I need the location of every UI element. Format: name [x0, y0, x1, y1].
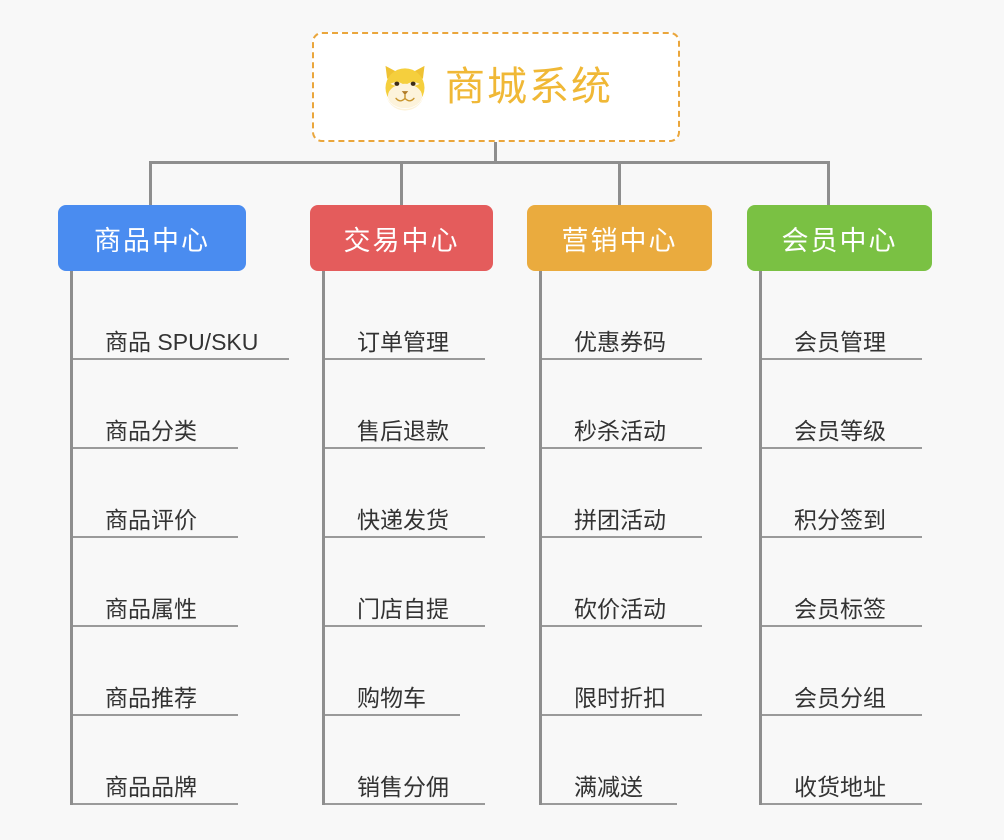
item-underline [542, 625, 702, 627]
sub-item-list-3: 优惠券码 秒杀活动 拼团活动 砍价活动 限时折扣 满减送 [539, 271, 712, 805]
category-label-4: 会员中心 [781, 225, 898, 256]
list-item[interactable]: 会员等级 [762, 360, 932, 449]
list-item-label: 会员管理 [794, 329, 886, 355]
category-header-4[interactable]: 会员中心 [747, 205, 932, 271]
list-item[interactable]: 快递发货 [325, 449, 493, 538]
item-underline [73, 358, 289, 360]
branch-column-3: 营销中心 优惠券码 秒杀活动 拼团活动 砍价活动 限时折扣 [527, 205, 712, 805]
list-item[interactable]: 收货地址 [762, 716, 932, 805]
item-underline [762, 625, 922, 627]
list-item-label: 砍价活动 [574, 596, 666, 622]
list-item[interactable]: 会员分组 [762, 627, 932, 716]
sub-item-list-4: 会员管理 会员等级 积分签到 会员标签 会员分组 收货地址 [759, 271, 932, 805]
list-item-label: 优惠券码 [574, 329, 666, 355]
list-item-label: 快递发货 [357, 507, 449, 533]
list-item-label: 满减送 [574, 774, 643, 800]
connector-drop-1 [149, 161, 152, 207]
list-item-label: 会员标签 [794, 596, 886, 622]
category-label-3: 营销中心 [561, 225, 678, 256]
connector-horizontal-bus [149, 161, 830, 164]
item-underline [325, 536, 485, 538]
list-item-label: 会员等级 [794, 418, 886, 444]
list-item-label: 门店自提 [357, 596, 449, 622]
list-item[interactable]: 门店自提 [325, 538, 493, 627]
item-underline [542, 803, 677, 805]
branch-column-2: 交易中心 订单管理 售后退款 快递发货 门店自提 购物车 [310, 205, 493, 805]
list-item-label: 购物车 [357, 685, 426, 711]
list-item-label: 商品推荐 [105, 685, 197, 711]
shiba-dog-face-icon [379, 61, 431, 113]
item-underline [325, 803, 485, 805]
sub-item-list-2: 订单管理 售后退款 快递发货 门店自提 购物车 销售分佣 [322, 271, 493, 805]
list-item-label: 拼团活动 [574, 507, 666, 533]
item-underline [325, 447, 485, 449]
category-header-2[interactable]: 交易中心 [310, 205, 493, 271]
list-item-label: 售后退款 [357, 418, 449, 444]
item-underline [542, 358, 702, 360]
category-header-1[interactable]: 商品中心 [58, 205, 246, 271]
item-underline [73, 714, 238, 716]
list-item-label: 商品属性 [105, 596, 197, 622]
list-item[interactable]: 满减送 [542, 716, 712, 805]
branch-column-1: 商品中心 商品 SPU/SKU 商品分类 商品评价 商品属性 商品推荐 [58, 205, 289, 805]
list-item[interactable]: 优惠券码 [542, 271, 712, 360]
list-item[interactable]: 积分签到 [762, 449, 932, 538]
item-underline [325, 358, 485, 360]
list-item[interactable]: 商品分类 [73, 360, 246, 449]
list-item[interactable]: 商品推荐 [73, 627, 246, 716]
list-item-label: 商品评价 [105, 507, 197, 533]
item-underline [762, 447, 922, 449]
connector-drop-2 [400, 161, 403, 207]
branch-column-4: 会员中心 会员管理 会员等级 积分签到 会员标签 会员分组 [747, 205, 932, 805]
item-underline [762, 358, 922, 360]
list-item[interactable]: 会员管理 [762, 271, 932, 360]
item-underline [325, 714, 460, 716]
list-item-label: 秒杀活动 [574, 418, 666, 444]
item-underline [542, 447, 702, 449]
connector-root-stem [494, 142, 497, 163]
list-item[interactable]: 商品 SPU/SKU [73, 271, 289, 360]
list-item-label: 收货地址 [794, 774, 886, 800]
connector-drop-3 [618, 161, 621, 207]
category-header-3[interactable]: 营销中心 [527, 205, 712, 271]
item-underline [542, 714, 702, 716]
list-item[interactable]: 商品评价 [73, 449, 246, 538]
category-label-2: 交易中心 [343, 225, 460, 256]
list-item-label: 商品分类 [105, 418, 197, 444]
item-underline [762, 714, 922, 716]
list-item-label: 商品品牌 [105, 774, 197, 800]
item-underline [542, 536, 702, 538]
list-item[interactable]: 限时折扣 [542, 627, 712, 716]
connector-drop-4 [827, 161, 830, 207]
list-item-label: 积分签到 [794, 507, 886, 533]
item-underline [73, 803, 238, 805]
list-item[interactable]: 砍价活动 [542, 538, 712, 627]
item-underline [325, 625, 485, 627]
item-underline [73, 447, 238, 449]
item-underline [73, 625, 238, 627]
list-item[interactable]: 销售分佣 [325, 716, 493, 805]
list-item[interactable]: 购物车 [325, 627, 493, 716]
sub-item-list-1: 商品 SPU/SKU 商品分类 商品评价 商品属性 商品推荐 商品品牌 [70, 271, 289, 805]
list-item[interactable]: 商品品牌 [73, 716, 246, 805]
list-item-label: 销售分佣 [357, 774, 449, 800]
list-item[interactable]: 订单管理 [325, 271, 493, 360]
list-item[interactable]: 会员标签 [762, 538, 932, 627]
list-item-label: 订单管理 [357, 329, 449, 355]
item-underline [73, 536, 238, 538]
list-item-label: 商品 SPU/SKU [105, 329, 259, 355]
list-item[interactable]: 商品属性 [73, 538, 246, 627]
item-underline [762, 536, 922, 538]
root-title: 商城系统 [445, 65, 613, 109]
list-item-label: 会员分组 [794, 685, 886, 711]
item-underline [762, 803, 922, 805]
category-label-1: 商品中心 [94, 225, 210, 256]
list-item[interactable]: 拼团活动 [542, 449, 712, 538]
list-item[interactable]: 售后退款 [325, 360, 493, 449]
list-item[interactable]: 秒杀活动 [542, 360, 712, 449]
root-node[interactable]: 商城系统 [312, 32, 680, 142]
list-item-label: 限时折扣 [574, 685, 666, 711]
